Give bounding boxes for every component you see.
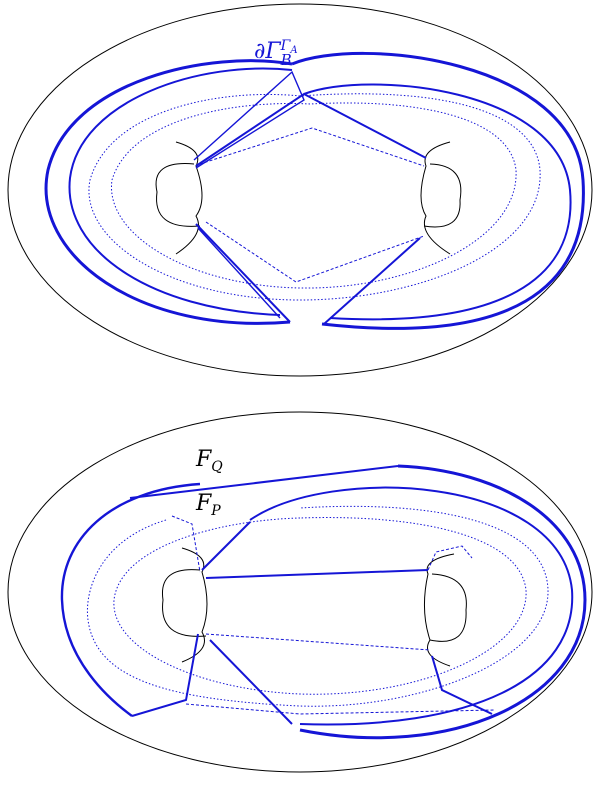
bottom-arc-lower-middle[interactable] [209,639,293,725]
bottom-boundary-curves[interactable] [60,464,587,740]
top-dashed-arc-lower [205,221,425,283]
top-dotted-loop-outer [88,93,541,301]
bottom-dashed-arc-lower [205,633,431,651]
top-right-handle [420,141,462,255]
bottom-dashed-arc-right [427,545,473,571]
bottom-dotted-loop-inner [113,517,527,695]
top-arc-lower-a[interactable] [195,223,291,323]
top-arc-upper-a[interactable] [195,92,427,167]
bottom-label-fp: FP [195,491,221,519]
bottom-top-bridge[interactable] [129,465,399,499]
bottom-arc-lower-right[interactable] [431,655,493,715]
top-dotted-loop-inner [111,102,517,289]
top-outer-loop-left[interactable] [44,59,293,325]
bottom-figure: FQ FP [7,411,593,773]
top-arcs[interactable] [193,70,427,325]
top-inner-loop-right[interactable] [303,83,572,321]
bottom-arc-upper-left[interactable] [201,521,251,571]
top-dashed-arc-upper [199,127,425,167]
bottom-surface-outline [7,411,593,773]
bottom-left-handle [161,547,208,663]
bottom-right-handle [423,553,467,667]
top-left-handle [155,141,203,255]
top-inner-loop-left[interactable] [68,67,293,316]
top-arc-lower-right[interactable] [323,237,421,325]
top-arc-lower-b[interactable] [197,227,281,319]
top-outer-loop-right[interactable] [291,51,585,330]
top-boundary-curves[interactable] [44,51,585,330]
top-surface-outline [7,3,593,377]
bottom-left-loop[interactable] [60,482,201,717]
bottom-arc-lower-left[interactable] [131,633,199,717]
bottom-arc-middle[interactable] [205,569,429,579]
bottom-arcs[interactable] [131,515,495,725]
bottom-upper-loop[interactable] [299,464,587,740]
bottom-label-fq: FQ [195,447,223,475]
bottom-dotted-loop-outer [86,505,549,707]
bottom-right-loop-inner[interactable] [249,486,574,726]
top-arc-upper-b[interactable] [193,70,305,169]
bottom-dashed-arc-left [171,515,201,573]
